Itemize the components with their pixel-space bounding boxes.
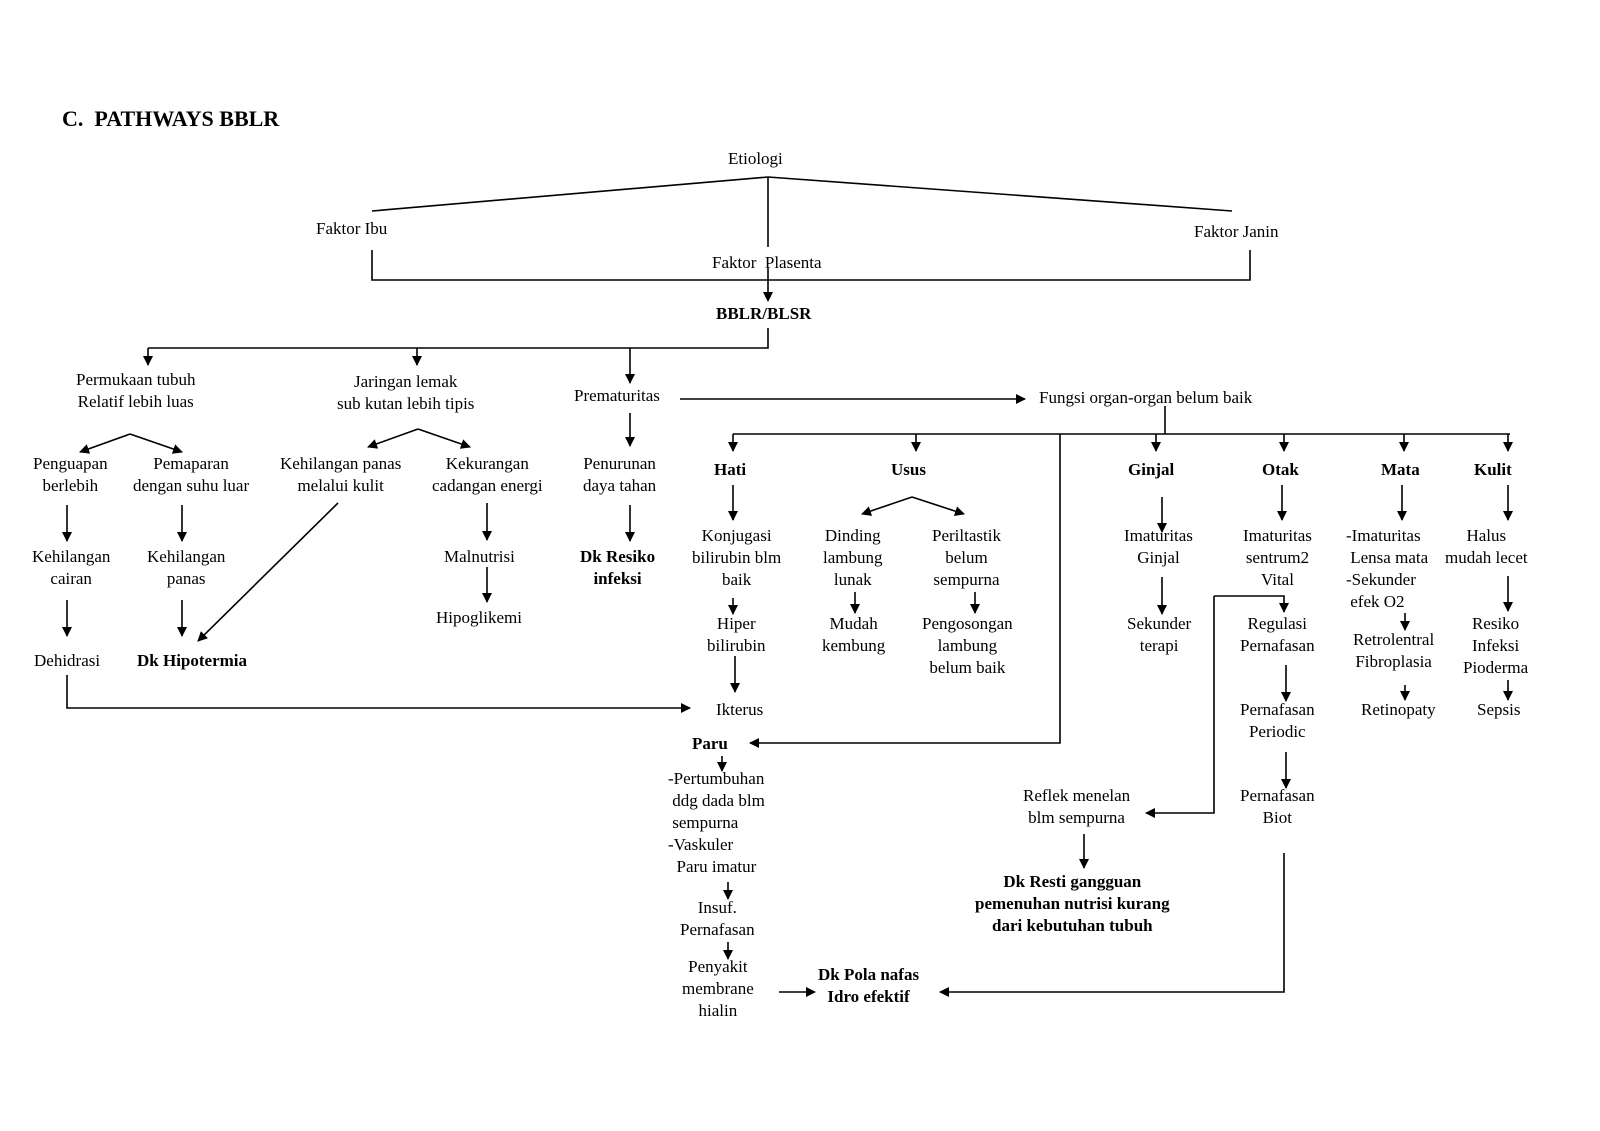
node-pengosongan: Pengosongan lambung belum baik <box>922 614 1013 677</box>
node-sepsis: Sepsis <box>1477 700 1521 719</box>
node-kehilangan-panas-kulit: Kehilangan panas melalui kulit <box>280 454 402 495</box>
node-jaringan-lemak: Jaringan lemak sub kutan lebih tipis <box>337 372 475 413</box>
node-etiologi: Etiologi <box>728 149 783 168</box>
node-faktor-plasenta: Faktor Plasenta <box>712 253 822 272</box>
node-mata: Mata <box>1381 460 1420 479</box>
node-resiko-infeksi-pioderma: Resiko Infeksi Pioderma <box>1463 614 1529 677</box>
arrow-dehidrasi-ikterus <box>66 675 691 713</box>
node-pernafasan-biot: Pernafasan Biot <box>1240 786 1315 827</box>
node-faktor-janin: Faktor Janin <box>1194 222 1279 241</box>
node-dehidrasi: Dehidrasi <box>34 651 101 670</box>
node-kulit: Kulit <box>1474 460 1512 479</box>
arrow-kulit-hipotermia <box>197 502 339 642</box>
node-imaturitas-lensa: -Imaturitas Lensa mata -Sekunder efek O2 <box>1346 526 1429 611</box>
node-periltastik: Periltastik belum sempurna <box>932 526 1001 589</box>
node-konjugasi: Konjugasi bilirubin blm baik <box>692 526 782 589</box>
node-pertumbuhan: -Pertumbuhan ddg dada blm sempurna -Vask… <box>668 769 765 876</box>
node-pemaparan: Pemaparan dengan suhu luar <box>133 454 250 495</box>
node-dk-pola-nafas: Dk Pola nafas Idro efektif <box>818 965 920 1006</box>
node-hati: Hati <box>714 460 747 479</box>
node-dk-hipotermia: Dk Hipotermia <box>137 651 248 670</box>
node-dk-resti: Dk Resti gangguan pemenuhan nutrisi kura… <box>975 872 1170 935</box>
node-bblr: BBLR/BLSR <box>716 304 812 323</box>
node-mudah-kembung: Mudah kembung <box>822 614 886 655</box>
node-prematuritas: Prematuritas <box>574 386 660 405</box>
node-pernafasan-periodic: Pernafasan Periodic <box>1240 700 1315 741</box>
node-reflek-menelan: Reflek menelan blm sempurna <box>1023 786 1131 827</box>
node-sekunder-terapi: Sekunder terapi <box>1127 614 1192 655</box>
node-ginjal: Ginjal <box>1128 460 1175 479</box>
node-insuf-pernafasan: Insuf. Pernafasan <box>680 898 755 939</box>
node-permukaan-tubuh: Permukaan tubuh Relatif lebih luas <box>76 370 196 411</box>
node-retinopaty: Retinopaty <box>1361 700 1436 719</box>
arrow-biot-pola-nafas <box>939 853 1285 997</box>
arrow-to-dinding <box>861 496 913 516</box>
arrow-to-pemaparan <box>129 433 183 454</box>
node-fungsi-organ: Fungsi organ-organ belum baik <box>1039 388 1253 407</box>
node-retrolentral: Retrolentral Fibroplasia <box>1353 630 1435 671</box>
node-hipoglikemi: Hipoglikemi <box>436 608 522 627</box>
node-penguapan: Penguapan berlebih <box>33 454 108 495</box>
line-etiologi-faktor-ibu <box>371 176 769 212</box>
arrow-to-periltastik <box>911 496 965 516</box>
node-penurunan-daya: Penurunan daya tahan <box>583 454 657 495</box>
node-regulasi-pernafasan: Regulasi Pernafasan <box>1240 614 1315 655</box>
arrow-to-penguapan <box>79 433 131 454</box>
node-halus: Halus mudah lecet <box>1445 526 1528 567</box>
node-kehilangan-panas: Kehilangan panas <box>147 547 226 588</box>
page-title: C. PATHWAYS BBLR <box>62 106 280 131</box>
node-faktor-ibu: Faktor Ibu <box>316 219 388 238</box>
node-dk-resiko-infeksi: Dk Resiko infeksi <box>580 547 656 588</box>
node-paru: Paru <box>692 734 728 753</box>
arrow-to-kehilangan-panas-kulit <box>367 428 419 449</box>
node-dinding-lambung: Dinding lambung lunak <box>823 526 883 589</box>
node-ikterus: Ikterus <box>716 700 764 719</box>
line-bblr-distribution <box>148 328 769 349</box>
node-imaturitas-sentrum: Imaturitas sentrum2 Vital <box>1243 526 1312 589</box>
node-hiper-bilirubin: Hiper bilirubin <box>707 614 766 655</box>
node-kekurangan-energi: Kekurangan cadangan energi <box>432 454 543 495</box>
line-etiologi-faktor-janin <box>767 176 1233 212</box>
arrow-to-kekurangan-energi <box>417 428 471 449</box>
arrow-imaturitas-reflek <box>1145 596 1215 818</box>
node-otak: Otak <box>1262 460 1299 479</box>
node-imaturitas-ginjal: Imaturitas Ginjal <box>1124 526 1193 567</box>
node-malnutrisi: Malnutrisi <box>444 547 515 566</box>
node-usus: Usus <box>891 460 926 479</box>
arrow-to-paru <box>749 434 1061 748</box>
node-kehilangan-cairan: Kehilangan cairan <box>32 547 111 588</box>
line-faktor-bracket <box>371 250 1251 281</box>
node-penyakit-membrane: Penyakit membrane hialin <box>682 957 754 1020</box>
arrow-imaturitas-regulasi <box>1214 595 1289 613</box>
